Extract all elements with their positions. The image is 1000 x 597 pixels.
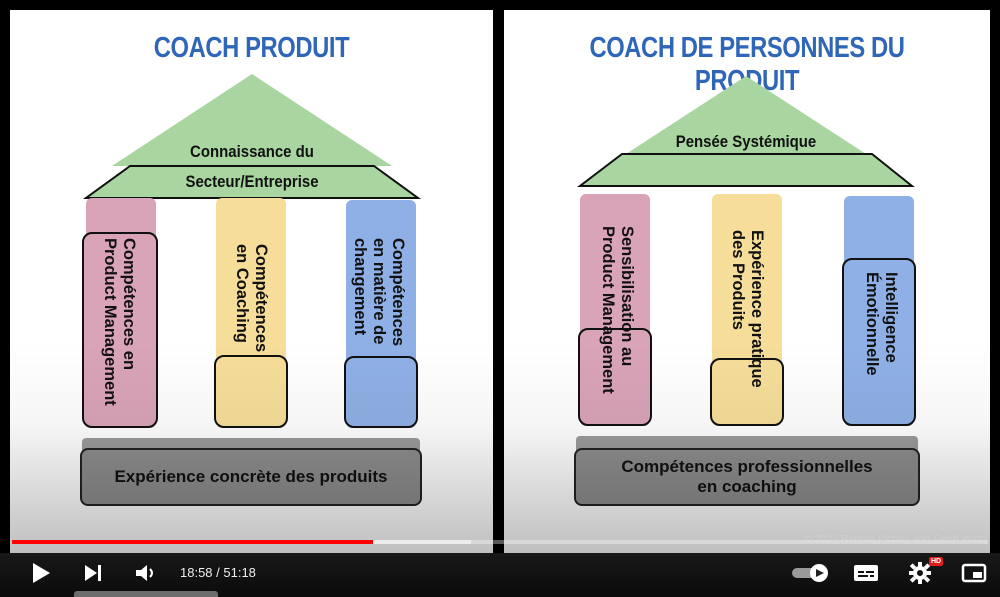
miniplayer-button[interactable] (960, 560, 988, 586)
next-button[interactable] (80, 560, 106, 586)
left-roof: Connaissance du Secteur/Entreprise (82, 74, 422, 199)
hd-badge: HD (929, 557, 944, 566)
play-button[interactable] (28, 560, 54, 586)
time-display: 18:58 / 51:18 (180, 565, 256, 580)
right-pillar-2-label: Expérience pratique des Produits (729, 230, 766, 388)
left-pillar-2-box (214, 355, 288, 428)
slide-panel-left: COACH PRODUIT Connaissance du Secteur/En… (10, 10, 493, 553)
left-title: COACH PRODUIT (153, 32, 350, 64)
right-base: Compétences professionnelles en coaching (574, 448, 920, 506)
miniplayer-icon (961, 563, 987, 583)
autoplay-toggle-icon (792, 564, 828, 582)
left-pillar-2-label: Compétences en Coaching (233, 244, 270, 353)
settings-button[interactable] (906, 560, 934, 586)
right-pillar-3-box (842, 258, 916, 426)
play-icon (33, 563, 50, 583)
progress-played (12, 540, 374, 544)
volume-button[interactable] (132, 560, 160, 586)
left-pillar-3-box (344, 356, 418, 428)
player-controls (0, 553, 1000, 597)
settings-icon (909, 562, 931, 584)
left-pillar-1-label: Compétences en Product Management (101, 238, 138, 406)
progress-bar[interactable] (12, 540, 988, 544)
left-roof-shape (82, 74, 422, 199)
right-roof-line: Pensée Systémique (675, 132, 817, 151)
left-pillar-1-box (82, 232, 158, 428)
subtitles-button[interactable] (852, 560, 880, 586)
right-roof-shape (577, 76, 915, 187)
slide-panel-right: COACH DE PERSONNES DU PRODUIT Pensée Sys… (504, 10, 990, 553)
right-pillar-1-label: Sensibilisation au Product Management (599, 226, 636, 394)
left-pillar-3-label: Compétences en matière de changement (351, 238, 407, 347)
right-pillar-1-box (578, 328, 652, 426)
left-roof-line1: Connaissance du (190, 142, 314, 161)
copyright-text: © 2023 Roman Pichler and Geoff Watts (804, 533, 988, 545)
right-pillar-2-box (710, 358, 784, 426)
right-pillar-3-label: Intelligence Émotionnelle (863, 272, 900, 376)
right-roof: Pensée Systémique (576, 76, 916, 188)
left-base: Expérience concrète des produits (80, 448, 422, 506)
subtitles-icon (854, 565, 878, 581)
left-roof-line2: Secteur/Entreprise (185, 172, 319, 191)
next-icon (85, 565, 101, 581)
bottom-scroll-indicator (74, 591, 218, 597)
volume-icon (136, 565, 153, 581)
autoplay-toggle[interactable] (790, 560, 830, 586)
